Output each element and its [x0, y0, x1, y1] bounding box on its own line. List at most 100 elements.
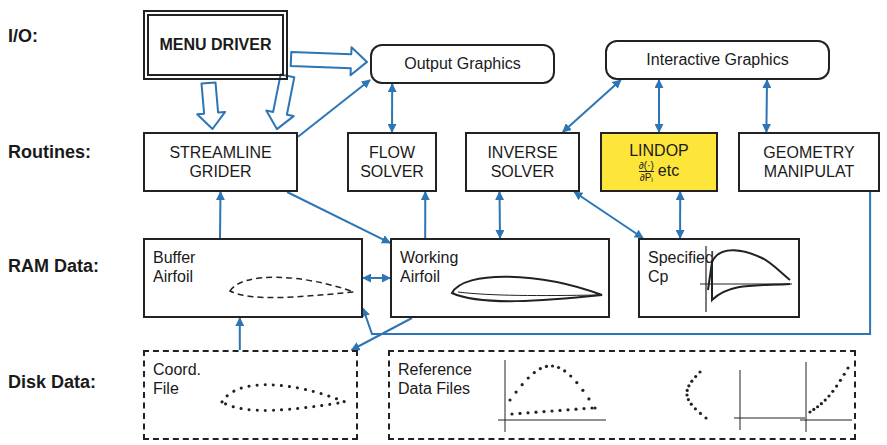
data-point: [575, 381, 578, 384]
data-point: [582, 407, 585, 410]
data-point: [539, 367, 542, 370]
data-point: [690, 380, 693, 383]
data-point: [827, 394, 830, 397]
connector: [424, 192, 426, 238]
data-point: [510, 412, 513, 415]
connector: [363, 192, 870, 334]
data-point: [698, 370, 701, 373]
node-text: ∂Pᵢ: [639, 171, 654, 183]
connector: [287, 192, 390, 243]
block-arrow: [266, 75, 294, 130]
connector: [391, 84, 393, 132]
node-text: Specified Cp: [648, 248, 710, 286]
data-point: [533, 371, 536, 374]
data-point: [687, 398, 690, 401]
node-text: MENU DRIVER: [159, 35, 271, 54]
data-point: [514, 391, 517, 394]
data-point: [542, 410, 545, 413]
connector: [239, 318, 241, 350]
data-point: [839, 379, 842, 382]
data-point: [694, 375, 697, 378]
plot-axis: [498, 360, 852, 432]
airfoil-sketch: [452, 277, 602, 301]
data-point: [551, 364, 554, 367]
connector: [658, 80, 660, 132]
connector: [563, 80, 621, 132]
data-point: [558, 409, 561, 412]
node-text: Reference Data Files: [398, 360, 498, 398]
row-label: I/O:: [8, 26, 38, 47]
data-point: [581, 389, 584, 392]
node-text: FLOW SOLVER: [357, 143, 427, 181]
data-point: [508, 398, 511, 401]
data-point: [820, 402, 823, 405]
data-point: [835, 384, 838, 387]
block-arrow: [291, 47, 367, 75]
connector: [679, 192, 681, 238]
file-box: Coord. File: [143, 350, 358, 440]
node-text: Coord. File: [153, 360, 209, 398]
routine-box: INVERSE SOLVER: [465, 132, 580, 192]
row-label: RAM Data:: [8, 256, 99, 277]
data-point: [518, 412, 521, 415]
row-label: Routines:: [8, 142, 91, 163]
data-point: [569, 374, 572, 377]
cp-axis: [700, 246, 792, 312]
data-point: [846, 366, 849, 369]
data-point: [593, 406, 596, 409]
data-point: [686, 389, 689, 392]
node-text: Working Airfoil: [400, 248, 472, 286]
data-point: [843, 373, 846, 376]
formula-row: ∂(·)∂Pᵢetc: [639, 160, 679, 183]
routine-box: STREAMLINE GRIDER: [143, 132, 298, 192]
data-box: Working Airfoil: [390, 238, 610, 318]
data-point: [687, 384, 690, 387]
airfoil-points: [222, 385, 345, 411]
data-point: [699, 412, 702, 415]
node-text: INVERSE SOLVER: [478, 143, 568, 181]
airfoil-sketch: [230, 277, 354, 297]
data-point: [534, 411, 537, 414]
data-point: [831, 390, 834, 393]
data-point: [685, 393, 688, 396]
routine-box-highlight: LINDOP∂(·)∂Pᵢetc: [600, 132, 718, 192]
data-box: Specified Cp: [638, 238, 800, 318]
data-point: [566, 408, 569, 411]
connector: [363, 277, 390, 279]
fraction: ∂(·)∂Pᵢ: [639, 160, 654, 183]
connector: [298, 80, 370, 137]
connector: [765, 80, 768, 132]
node-text: Interactive Graphics: [646, 50, 788, 69]
node-text: GEOMETRY MANIPULAT: [746, 143, 872, 181]
data-point: [550, 409, 553, 412]
data-point: [704, 416, 707, 419]
routine-box: FLOW SOLVER: [347, 132, 437, 192]
routine-box: GEOMETRY MANIPULAT: [738, 132, 880, 192]
data-point: [587, 397, 590, 400]
block-arrow: [197, 82, 225, 129]
row-label: Disk Data:: [8, 372, 96, 393]
node-text: Buffer Airfoil: [153, 248, 223, 286]
data-point: [690, 403, 693, 406]
menu-box: MENU DRIVER: [143, 10, 288, 80]
data-point: [574, 408, 577, 411]
io-box: Interactive Graphics: [605, 40, 830, 80]
data-point: [563, 369, 566, 372]
data-point: [824, 399, 827, 402]
data-point: [557, 366, 560, 369]
data-point: [694, 407, 697, 410]
data-point: [521, 383, 524, 386]
data-point: [812, 408, 815, 411]
airfoil-sketch: [458, 292, 598, 296]
connector: [219, 192, 222, 238]
data-point: [545, 365, 548, 368]
data-point: [526, 411, 529, 414]
node-text: STREAMLINE GRIDER: [156, 143, 286, 181]
data-point: [808, 410, 811, 413]
connector: [499, 192, 502, 238]
io-box: Output Graphics: [370, 44, 555, 84]
data-point: [590, 406, 593, 409]
node-text: ∂(·): [639, 160, 654, 171]
file-box: Reference Data Files: [388, 350, 856, 440]
data-box: Buffer Airfoil: [143, 238, 363, 318]
